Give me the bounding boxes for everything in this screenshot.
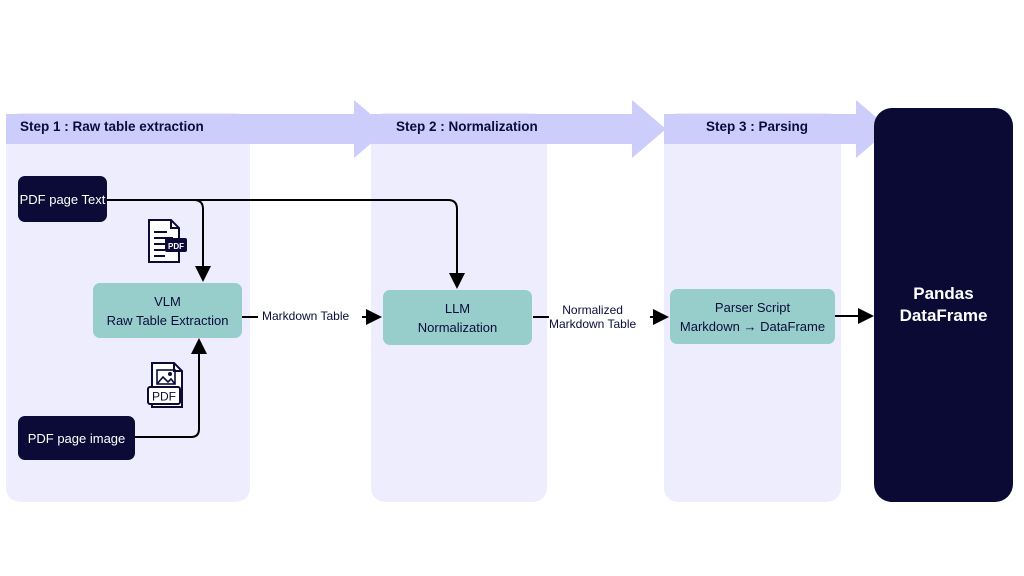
pdf-document-icon: PDF (148, 219, 187, 263)
output-line2: DataFrame (899, 306, 988, 325)
parser-node: Parser Script Markdown → DataFrame (670, 289, 835, 344)
parser-subtitle: Markdown → DataFrame (679, 318, 826, 334)
normalized-edge-line1: Normalized (562, 303, 623, 317)
pandas-dataframe-output: Pandas DataFrame (874, 108, 1013, 502)
pdf-text-input: PDF page Text (18, 176, 107, 222)
text-to-llm-connector (194, 199, 465, 289)
normalized-markdown-edge-label: Normalized Markdown Table (549, 303, 636, 331)
parser-title: Parser Script (714, 299, 791, 315)
llm-title: LLM (444, 300, 471, 316)
step2-label: Step 2 : Normalization (396, 119, 538, 134)
vlm-subtitle: Raw Table Extraction (106, 312, 229, 328)
output-line1: Pandas (913, 284, 974, 303)
step3-label: Step 3 : Parsing (706, 119, 809, 134)
svg-text:PDF: PDF (168, 242, 184, 251)
llm-subtitle: Normalization (417, 319, 498, 335)
step1-label: Step 1 : Raw table extraction (20, 119, 204, 134)
pdf-image-input: PDF page image (18, 416, 135, 460)
vlm-title: VLM (154, 293, 181, 309)
markdown-table-edge-label: Markdown Table (262, 309, 350, 323)
svg-text:PDF: PDF (152, 390, 176, 404)
vlm-node: VLM Raw Table Extraction (93, 283, 242, 338)
pdf-image-icon: PDF (147, 362, 183, 408)
image-to-vlm-connector (135, 338, 207, 438)
normalized-edge-line2: Markdown Table (549, 317, 637, 331)
llm-node: LLM Normalization (383, 290, 532, 345)
